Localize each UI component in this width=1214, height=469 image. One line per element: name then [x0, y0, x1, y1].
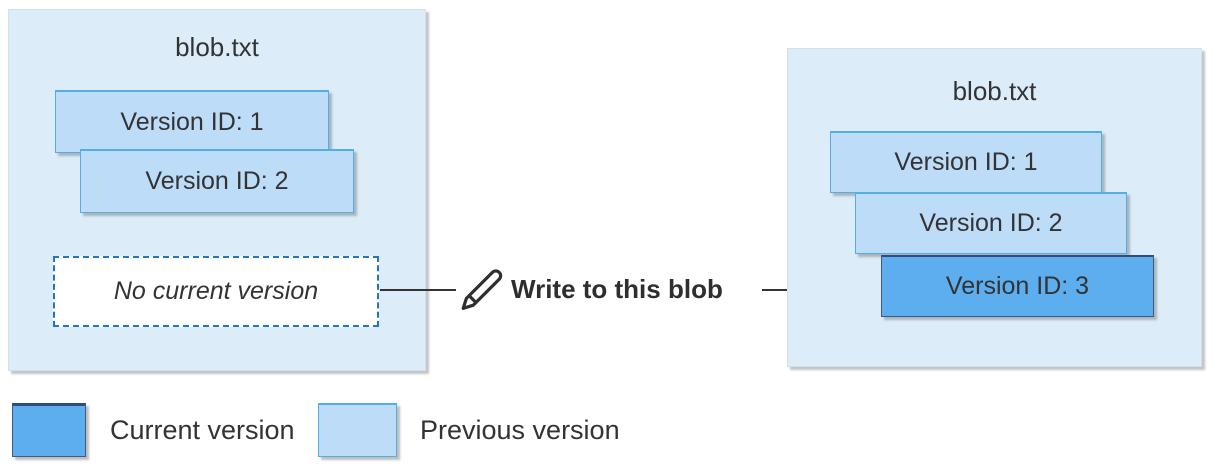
version-label: Version ID: 2	[919, 209, 1063, 237]
left-version-box-2: Version ID: 2	[80, 149, 354, 213]
right-blob-container: blob.txt Version ID: 1 Version ID: 2 Ver…	[787, 48, 1202, 367]
connector-line-left	[380, 289, 456, 291]
right-blob-title: blob.txt	[952, 76, 1037, 106]
legend-current-label: Current version	[110, 415, 295, 445]
version-label: Version ID: 2	[145, 167, 289, 195]
version-label: Version ID: 1	[894, 148, 1038, 176]
right-version-box-3-current: Version ID: 3	[881, 255, 1154, 317]
legend-previous-swatch	[318, 403, 397, 457]
legend-current-swatch	[12, 403, 86, 457]
no-current-version-label: No current version	[113, 277, 319, 305]
right-version-box-2: Version ID: 2	[855, 192, 1127, 254]
left-blob-container: blob.txt Version ID: 1 Version ID: 2 No …	[8, 9, 426, 371]
right-version-box-1: Version ID: 1	[830, 131, 1102, 193]
write-action-label: Write to this blob	[511, 274, 723, 304]
no-current-version-box: No current version	[53, 256, 379, 327]
version-label: Version ID: 1	[120, 107, 264, 136]
version-label: Version ID: 3	[945, 272, 1090, 300]
left-blob-title: blob.txt	[175, 32, 259, 62]
pencil-icon	[458, 266, 506, 314]
legend-previous-label: Previous version	[420, 415, 620, 445]
left-version-box-1: Version ID: 1	[55, 90, 329, 153]
